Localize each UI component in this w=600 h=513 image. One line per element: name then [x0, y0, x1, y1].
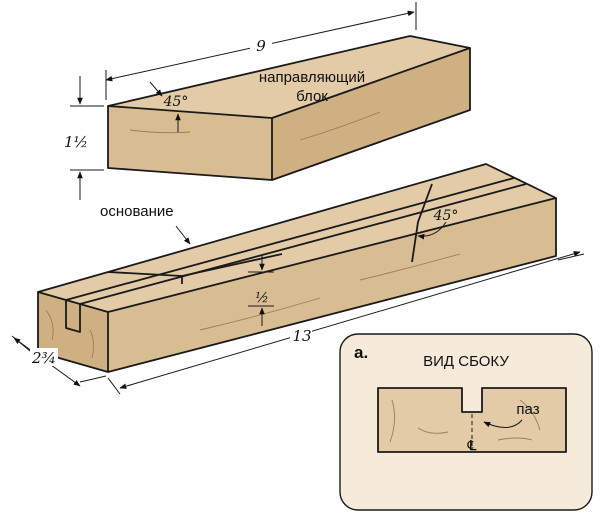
inset-groove-label: паз: [516, 401, 539, 418]
dim-width-base-label: 2¾: [31, 349, 56, 367]
guide-block-label-1: направляющий: [259, 69, 365, 86]
guide-block-label-2: блок: [296, 88, 328, 105]
dim-height-top-label: 1½: [64, 133, 88, 151]
dim-depth-groove-label: ½: [255, 290, 269, 306]
dim-length-top-label: 9: [256, 37, 266, 55]
angle-groove: 45°: [417, 208, 459, 240]
inset-title: ВИД СБОКУ: [423, 353, 509, 370]
dim-length-base: 13: [107, 251, 585, 395]
dim-height-top: 1½: [64, 76, 104, 200]
angle-top-label: 45°: [163, 94, 189, 110]
angle-top: 45°: [149, 81, 189, 132]
inset-centerline: ℄: [467, 437, 477, 453]
inset-letter: a.: [354, 343, 368, 362]
inset-side-view: a. ВИД СБОКУ ℄ паз: [339, 333, 593, 511]
angle-groove-label: 45°: [433, 208, 459, 224]
base-label: основание: [100, 203, 174, 220]
guide-block: [107, 35, 471, 181]
dim-length-top: 9: [105, 2, 417, 100]
dim-width-base: 2¾: [11, 335, 107, 387]
dim-length-base-label: 13: [292, 327, 311, 345]
